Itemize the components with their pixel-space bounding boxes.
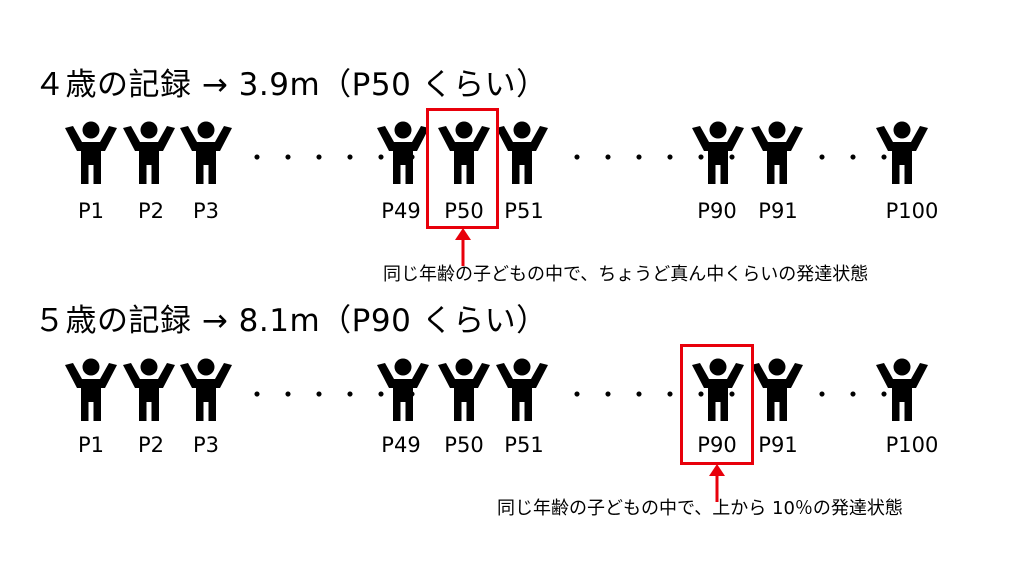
percentile-label: P2: [137, 199, 165, 223]
percentile-label: P91: [758, 433, 798, 457]
section-5-note: 同じ年齢の子どもの中で、上から 10％の発達状態: [497, 498, 903, 519]
arrow-up-icon: [455, 228, 471, 266]
person-icon: [872, 357, 932, 423]
person-icon: [688, 357, 748, 423]
percentile-label: P49: [381, 199, 421, 223]
person-icon: [61, 357, 121, 423]
percentile-label: P1: [77, 433, 105, 457]
section-5-title: ５歳の記録 → 8.1m（P90 くらい）: [34, 303, 548, 339]
person-icon: [373, 357, 433, 423]
ellipsis-dots: ・・・: [810, 381, 903, 409]
arrow-up-icon: [709, 464, 725, 502]
percentile-label: P90: [697, 433, 737, 457]
percentile-label: P49: [381, 433, 421, 457]
percentile-label: P51: [504, 199, 544, 223]
section-4-row: ・・・・・・ ・・・・・・ ・・・: [0, 120, 1024, 220]
percentile-label: P3: [192, 433, 220, 457]
percentile-label: P50: [444, 433, 484, 457]
section-5-row: ・・・・・・ ・・・・・・ ・・・: [0, 357, 1024, 457]
person-icon: [688, 120, 748, 186]
person-icon: [492, 357, 552, 423]
section-4-note: 同じ年齢の子どもの中で、ちょうど真ん中くらいの発達状態: [383, 264, 869, 285]
percentile-label: P51: [504, 433, 544, 457]
person-icon: [434, 357, 494, 423]
ellipsis-dots: ・・・: [810, 144, 903, 172]
percentile-label: P90: [697, 199, 737, 223]
person-icon: [747, 120, 807, 186]
percentile-label: P100: [885, 199, 939, 223]
person-icon: [119, 120, 179, 186]
percentile-label: P50: [444, 199, 484, 223]
percentile-label: P1: [77, 199, 105, 223]
person-icon: [373, 120, 433, 186]
person-icon: [176, 120, 236, 186]
percentile-label: P91: [758, 199, 798, 223]
highlight-box-p50: [426, 108, 499, 229]
person-icon: [492, 120, 552, 186]
person-icon: [119, 357, 179, 423]
percentile-label: P2: [137, 433, 165, 457]
percentile-label: P100: [885, 433, 939, 457]
person-icon: [61, 120, 121, 186]
section-4-title: ４歳の記録 → 3.9m（P50 くらい）: [34, 67, 548, 103]
percentile-label: P3: [192, 199, 220, 223]
highlight-box-p90: [680, 344, 754, 465]
person-icon: [747, 357, 807, 423]
person-icon: [872, 120, 932, 186]
person-icon: [434, 120, 494, 186]
person-icon: [176, 357, 236, 423]
